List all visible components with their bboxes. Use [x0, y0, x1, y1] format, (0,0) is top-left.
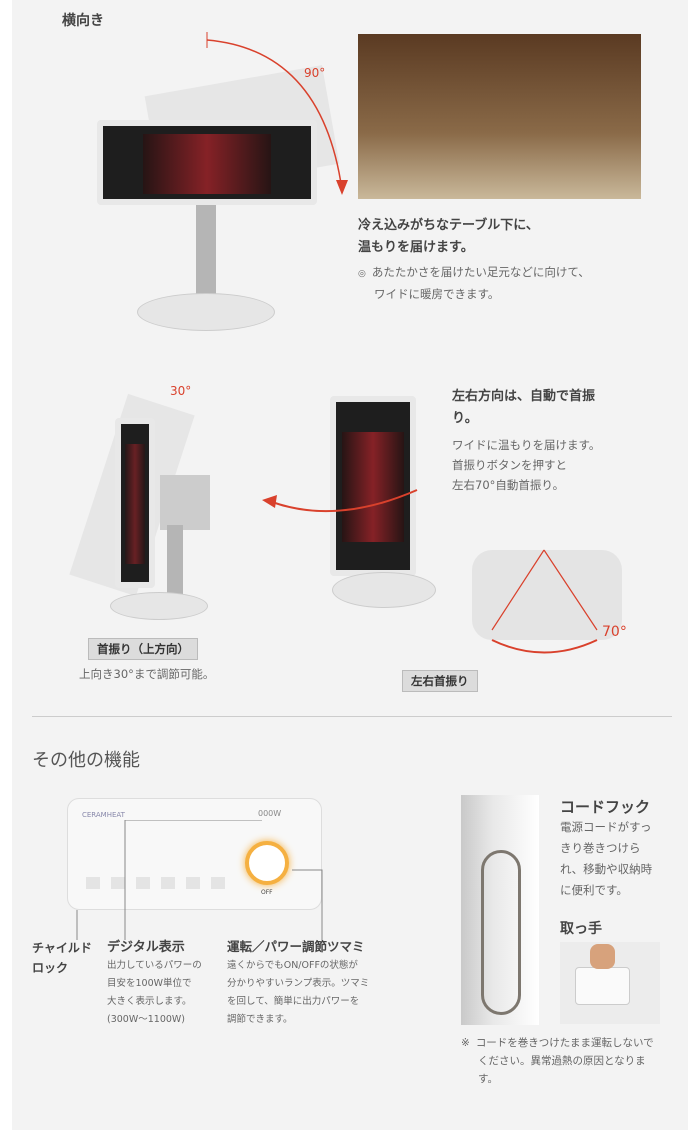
feature-digital-display: デジタル表示 出力しているパワーの目安を100W単位で大きく表示します。(300…	[107, 940, 202, 1025]
other-features-title: その他の機能	[32, 750, 140, 771]
handle-photo	[560, 942, 660, 1024]
feature-child-lock-title: チャイルドロック	[32, 941, 92, 975]
feature-power-knob: 運転／パワー調節ツマミ 遠くからでもON/OFFの状態が分かりやすいランプ表示。…	[227, 939, 370, 1025]
panel-brand: CERAMHEAT	[82, 811, 125, 819]
living-room-photo	[358, 34, 641, 199]
panel-display: 000W	[258, 809, 282, 818]
cord-hook-photo	[461, 795, 539, 1025]
section-title-landscape: 横向き	[62, 13, 104, 29]
landscape-headline: 冷え込みがちなテーブル下に、温もりを届けます。	[358, 218, 539, 255]
rotation-arrow-icon	[206, 32, 348, 195]
landscape-description: ◎あたたかさを届けたい足元などに向けて、 ワイドに暖房できます。	[358, 265, 590, 301]
divider	[32, 716, 672, 717]
tilt-up-description: 上向き30°まで調節可能。	[79, 667, 215, 681]
cord-hook-feature: コードフック 電源コードがすっきり巻きつけられ、移動や収納時に便利です。	[560, 798, 653, 897]
swing-arrow-icon	[262, 489, 418, 513]
handle-title: 取っ手	[560, 921, 602, 937]
angle-label-90: 90°	[304, 66, 326, 80]
cord-warning-note: ※コードを巻きつけたまま運転しないで ください。異常過熱の原因となりま す。	[461, 1037, 654, 1085]
swing-headline: 左右方向は、自動で首振り。	[452, 389, 596, 426]
control-panel-illustration: CERAMHEAT 000W OFF	[67, 798, 322, 910]
tilt-up-tag: 首振り（上方向）	[88, 638, 198, 660]
panel-off-label: OFF	[261, 889, 273, 896]
callout-lines	[76, 820, 323, 940]
product-feature-page: 横向き 90° 冷え込みがちなテーブル下に、温もりを届けます。 ◎あたたかさを届…	[12, 0, 688, 1130]
angle-label-70: 70°	[602, 624, 627, 640]
angle-label-30: 30°	[170, 384, 192, 398]
swing-description: ワイドに温もりを届けます。首振りボタンを押すと左右70°自動首振り。	[452, 438, 601, 492]
swing-tag: 左右首振り	[402, 670, 478, 692]
